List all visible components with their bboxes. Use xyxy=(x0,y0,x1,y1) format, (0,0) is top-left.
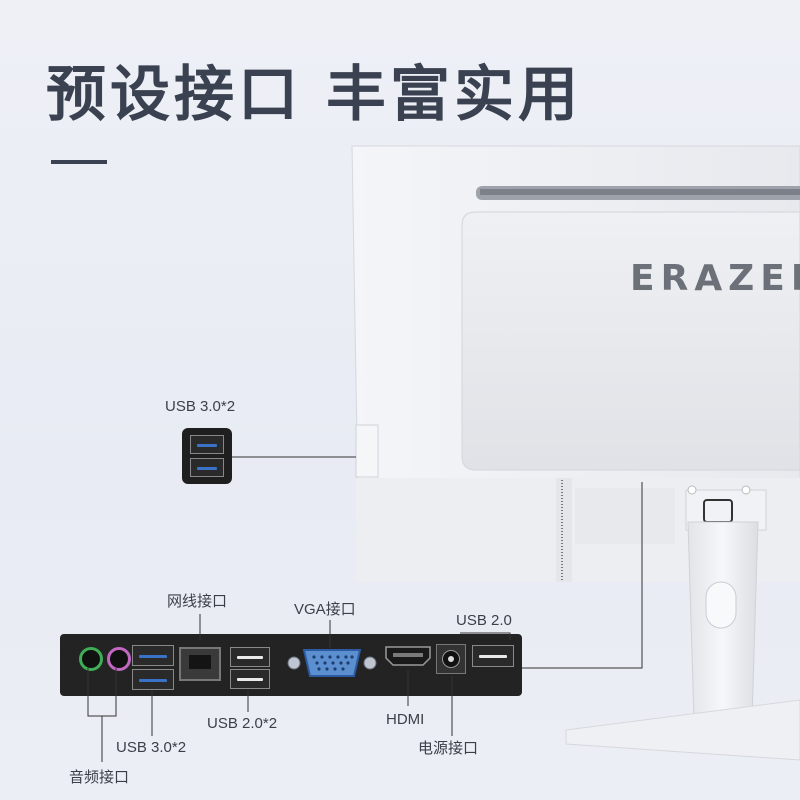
usb3-port-icon xyxy=(132,645,174,666)
hdmi-port-icon xyxy=(385,646,431,666)
audio-jack-icon xyxy=(79,647,103,671)
usb20-double-label: USB 2.0*2 xyxy=(207,715,278,732)
usb3-side-icon xyxy=(182,428,232,484)
headline-right: 丰富实用 xyxy=(326,60,582,130)
brand-logo: ERAZER xyxy=(630,258,800,299)
lan-label: 网线接口 xyxy=(167,593,228,610)
usb2-port-icon xyxy=(230,647,270,667)
headline: 预设接口丰富实用 xyxy=(46,46,582,133)
headline-left: 预设接口 xyxy=(46,60,302,130)
usb3-port-icon xyxy=(190,435,224,454)
vga-label: VGA接口 xyxy=(294,601,356,618)
usb3-side-label: USB 3.0*2 xyxy=(165,398,236,415)
dc-power-port-icon xyxy=(436,644,466,674)
headline-rule xyxy=(51,160,107,164)
power-label: 电源接口 xyxy=(418,740,479,757)
usb3-port-icon xyxy=(132,669,174,690)
hdmi-label: HDMI xyxy=(386,711,425,728)
usb2-port-icon xyxy=(472,645,514,667)
usb30-rear-label: USB 3.0*2 xyxy=(116,739,187,756)
vga-port-icon xyxy=(287,649,377,677)
ethernet-port-icon xyxy=(179,647,221,681)
usb20-single-label: USB 2.0 xyxy=(456,612,512,629)
audio-jack-icon xyxy=(107,647,131,671)
usb2-port-icon xyxy=(230,669,270,689)
usb3-port-icon xyxy=(190,458,224,477)
audio-label: 音频接口 xyxy=(69,769,130,786)
